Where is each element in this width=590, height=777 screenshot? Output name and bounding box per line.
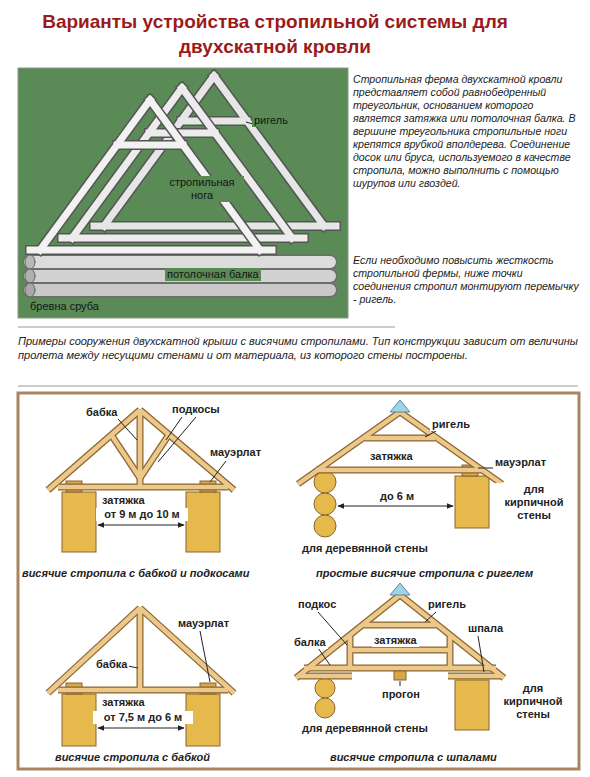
page-title: Варианты устройства стропильной системы …: [35, 10, 515, 59]
part-label: затяжка: [368, 450, 415, 463]
part-label: ригель: [252, 114, 290, 127]
dimension-label: от 9 м до 10 м: [96, 508, 188, 521]
part-label: потолочная балка: [165, 268, 261, 281]
diagram-caption: простые висячие стропила с ригелем: [316, 567, 576, 580]
part-label: мауэрлат: [493, 456, 548, 469]
diagram-caption: висячие стропила с бабкой и подкосами: [22, 567, 302, 580]
diagram-caption: висячие стропила с шпалами: [330, 751, 570, 764]
truss-diagram: [48, 608, 234, 746]
part-label: ригель: [430, 418, 472, 431]
part-label: бревна сруба: [28, 300, 101, 313]
part-label: подкосы: [170, 403, 222, 416]
truss-diagram: [296, 583, 504, 730]
description-text: Стропильная ферма двухскатной кровли пре…: [353, 73, 581, 190]
part-label: шпала: [466, 622, 505, 635]
part-label: стропильная нога: [160, 176, 244, 202]
part-label: подкос: [296, 598, 338, 611]
part-label: балка: [292, 636, 328, 649]
part-label: ригель: [426, 598, 468, 611]
part-label: затяжка: [100, 696, 147, 709]
part-label: затяжка: [100, 494, 147, 507]
part-label: затяжка: [372, 634, 419, 647]
dimension-label: до 6 м: [378, 490, 416, 503]
part-label: для кирпичной стены: [492, 682, 574, 722]
part-label: для деревянной стены: [300, 542, 430, 555]
part-label: бабка: [84, 406, 119, 419]
part-label: для деревянной стены: [300, 722, 430, 735]
truss-diagram: [298, 400, 502, 537]
separator: [18, 327, 395, 328]
truss-illustration: [18, 68, 348, 318]
separator: [18, 386, 578, 387]
truss-diagram: [48, 410, 234, 552]
part-label: бабка: [94, 658, 129, 671]
dimension-label: от 7,5 м до 6 м: [93, 711, 193, 724]
part-label: мауэрлат: [208, 446, 263, 459]
intro-text: Примеры сооружения двухскатной крыши с в…: [18, 334, 578, 362]
diagram-caption: висячие стропила с бабкой: [55, 751, 295, 764]
part-label: для кирпичной стены: [494, 483, 574, 523]
description-text: Если необходимо повысить жесткость строп…: [353, 254, 581, 306]
part-label: мауэрлат: [176, 617, 231, 630]
part-label: прогон: [380, 688, 422, 701]
examples-frame: [18, 393, 579, 769]
